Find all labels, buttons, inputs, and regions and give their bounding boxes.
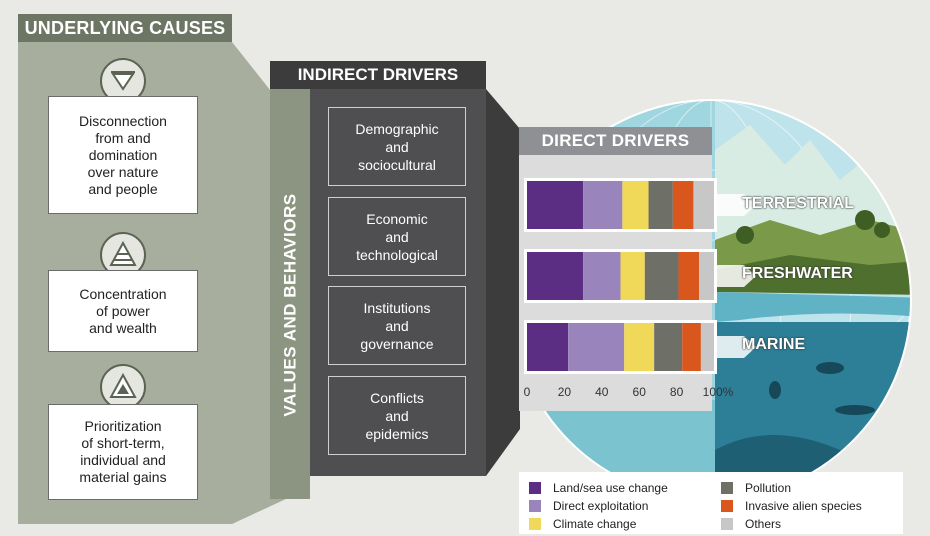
- values-behaviors-label: VALUES AND BEHAVIORS: [281, 193, 300, 417]
- values-behaviors-band: [270, 89, 310, 499]
- bar-segment-freshwater-climate-change: [620, 252, 645, 300]
- legend-swatch: [721, 500, 733, 512]
- bar-segment-terrestrial-land-sea-use-change: [527, 181, 584, 229]
- bar-segment-terrestrial-others: [693, 181, 714, 229]
- cause-prioritization: Prioritization of short-term, individual…: [48, 404, 198, 500]
- legend-swatch: [721, 482, 733, 494]
- legend-item-direct-exploitation: Direct exploitation: [529, 499, 648, 513]
- legend-item-land-sea: Land/sea use change: [529, 481, 668, 495]
- bar-segment-freshwater-direct-exploitation: [583, 252, 621, 300]
- bar-segment-marine-pollution: [654, 323, 683, 371]
- bar-segment-marine-land-sea-use-change: [527, 323, 569, 371]
- bar-segment-marine-invasive-alien-species: [682, 323, 701, 371]
- indirect-drivers-panel: Demographic and sociocultural Economic a…: [310, 89, 486, 476]
- bar-segment-marine-climate-change: [624, 323, 655, 371]
- bar-segment-terrestrial-pollution: [648, 181, 673, 229]
- legend-item-others: Others: [721, 517, 781, 531]
- realm-arrow: [714, 194, 756, 216]
- cause-concentration: Concentration of power and wealth: [48, 270, 198, 352]
- legend-swatch: [721, 518, 733, 530]
- legend-swatch: [529, 482, 541, 494]
- x-tick-label: 60: [633, 385, 647, 399]
- legend-swatch: [529, 518, 541, 530]
- legend-item-pollution: Pollution: [721, 481, 791, 495]
- legend: Land/sea use change Direct exploitation …: [519, 472, 903, 534]
- legend-swatch: [529, 500, 541, 512]
- realm-label-terrestrial: TERRESTRIAL: [742, 195, 854, 212]
- x-tick-label: 0: [524, 385, 531, 399]
- indirect-driver-institutions: Institutions and governance: [328, 286, 466, 365]
- bar-segment-freshwater-invasive-alien-species: [678, 252, 700, 300]
- legend-item-climate-change: Climate change: [529, 517, 636, 531]
- bar-segment-terrestrial-direct-exploitation: [583, 181, 623, 229]
- bar-segment-freshwater-land-sea-use-change: [527, 252, 584, 300]
- bar-segment-freshwater-others: [699, 252, 714, 300]
- bar-segment-terrestrial-invasive-alien-species: [672, 181, 694, 229]
- indirect-drivers-title: INDIRECT DRIVERS: [270, 61, 486, 89]
- triangle-icon: [100, 364, 146, 410]
- bar-segment-marine-others: [700, 323, 714, 371]
- realm-label-marine: MARINE: [742, 336, 806, 353]
- direct-drivers-title: DIRECT DRIVERS: [519, 127, 712, 155]
- bar-segment-marine-direct-exploitation: [568, 323, 625, 371]
- realm-arrow: [714, 336, 756, 358]
- realm-label-freshwater: FRESHWATER: [742, 265, 853, 282]
- bar-segment-terrestrial-climate-change: [622, 181, 649, 229]
- indirect-drivers-arrow: [486, 89, 520, 476]
- bar-segment-freshwater-pollution: [644, 252, 679, 300]
- legend-item-invasive-species: Invasive alien species: [721, 499, 862, 513]
- underlying-causes-title: UNDERLYING CAUSES: [18, 14, 232, 42]
- realm-arrow: [714, 265, 756, 287]
- indirect-driver-demographic: Demographic and sociocultural: [328, 107, 466, 186]
- indirect-driver-conflicts: Conflicts and epidemics: [328, 376, 466, 455]
- x-tick-label: 40: [595, 385, 609, 399]
- x-tick-label: 100%: [703, 385, 734, 399]
- direct-drivers-chart: 0 20 40 60 80 100%: [524, 178, 756, 399]
- x-tick-label: 80: [670, 385, 684, 399]
- x-tick-label: 20: [558, 385, 572, 399]
- cause-disconnection: Disconnection from and domination over n…: [48, 96, 198, 214]
- indirect-driver-economic: Economic and technological: [328, 197, 466, 276]
